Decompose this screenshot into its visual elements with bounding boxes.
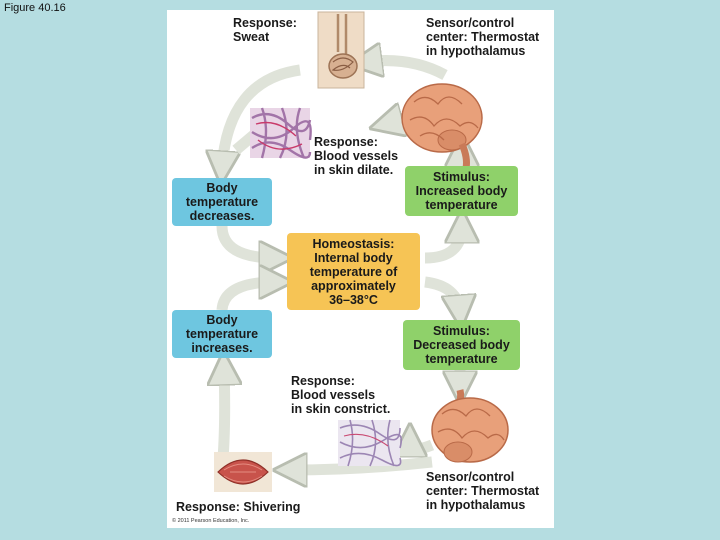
label-response-constrict: Response: Blood vessels in skin constric… bbox=[291, 374, 391, 416]
constricted-vessels-illustration bbox=[338, 419, 403, 467]
box-body-temperature-increases: Body temperature increases. bbox=[172, 310, 272, 358]
arrow-homeostasis-to-stimulus-up bbox=[424, 226, 462, 264]
arrow-sweat-to-decrease bbox=[222, 64, 301, 168]
arrow-homeostasis-to-stimulus-down bbox=[424, 276, 460, 312]
sweat-gland-illustration bbox=[317, 11, 365, 89]
label-sensor-top: Sensor/control center: Thermostat in hyp… bbox=[426, 16, 540, 58]
brain-top-illustration bbox=[401, 83, 483, 169]
muscle-illustration bbox=[214, 452, 272, 492]
label-response-dilate: Response: Blood vessels in skin dilate. bbox=[314, 135, 399, 177]
arrow-brain-to-constrict bbox=[410, 440, 435, 449]
figure-label: Figure 40.16 bbox=[4, 2, 66, 14]
copyright-notice: © 2011 Pearson Education, Inc. bbox=[172, 518, 250, 524]
arrow-brain-to-shivering bbox=[290, 462, 433, 470]
box-homeostasis: Homeostasis: Internal body temperature o… bbox=[287, 233, 420, 310]
arrow-decrease-to-homeostasis bbox=[216, 225, 276, 258]
arrow-brain-to-sweat bbox=[365, 61, 448, 80]
dilated-vessels-illustration bbox=[250, 107, 312, 159]
arrows bbox=[222, 61, 462, 470]
brain-bottom-illustration bbox=[431, 389, 509, 463]
label-response-shivering: Response: Shivering bbox=[176, 500, 301, 514]
box-stimulus-increased-temperature: Stimulus: Increased body temperature bbox=[405, 166, 518, 216]
label-response-sweat: Response: Sweat bbox=[233, 16, 297, 44]
label-sensor-bottom: Sensor/control center: Thermostat in hyp… bbox=[426, 470, 540, 512]
box-stimulus-decreased-temperature: Stimulus: Decreased body temperature bbox=[403, 320, 520, 370]
arrow-increase-to-homeostasis bbox=[216, 282, 276, 311]
box-body-temperature-decreases: Body temperature decreases. bbox=[172, 178, 272, 226]
